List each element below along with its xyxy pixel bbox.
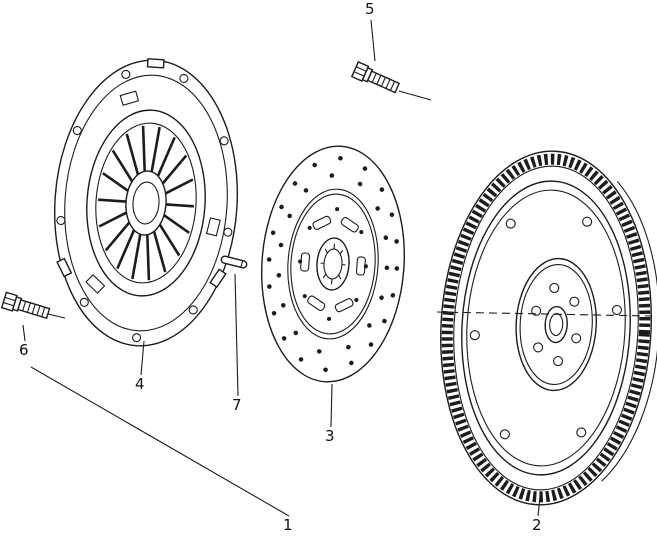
leader-line-5	[370, 19, 376, 62]
leader-line-6	[22, 324, 26, 342]
rivet-ring-outer	[266, 155, 400, 373]
callout-label-5: 5	[365, 0, 375, 18]
diaphragm-spring-fingers	[98, 125, 194, 281]
leader-line-6b	[47, 313, 66, 319]
leader-line-1	[30, 366, 290, 517]
flywheel-bolt-drawing	[350, 61, 401, 94]
flywheel-axis-centerline	[436, 311, 653, 317]
dowel-pin-drawing	[220, 255, 248, 269]
callout-label-3: 3	[325, 427, 335, 445]
leader-line-4	[140, 340, 145, 376]
callout-label-4: 4	[135, 375, 145, 393]
flywheel-hub	[515, 257, 597, 392]
pressure-plate-drawing	[53, 58, 239, 347]
callout-label-6: 6	[19, 341, 29, 359]
ring-gear-teeth	[441, 153, 651, 503]
hub-rivet-ring	[297, 207, 369, 321]
callout-label-1: 1	[283, 516, 293, 534]
flywheel-thickness-edge	[601, 181, 657, 482]
rivet-ring-inner	[276, 172, 390, 356]
leader-line-3	[330, 383, 333, 428]
leader-line-2	[537, 496, 541, 517]
callout-label-2: 2	[532, 516, 542, 534]
callout-label-7: 7	[232, 396, 242, 414]
hub-splines	[320, 243, 346, 285]
leader-lines	[22, 19, 541, 517]
leader-line-5b	[398, 90, 432, 101]
flywheel-drawing	[440, 150, 657, 506]
leader-line-7	[234, 273, 239, 397]
pressure-plate-bolt-drawing	[0, 291, 51, 320]
clutch-disc-drawing	[260, 145, 406, 383]
